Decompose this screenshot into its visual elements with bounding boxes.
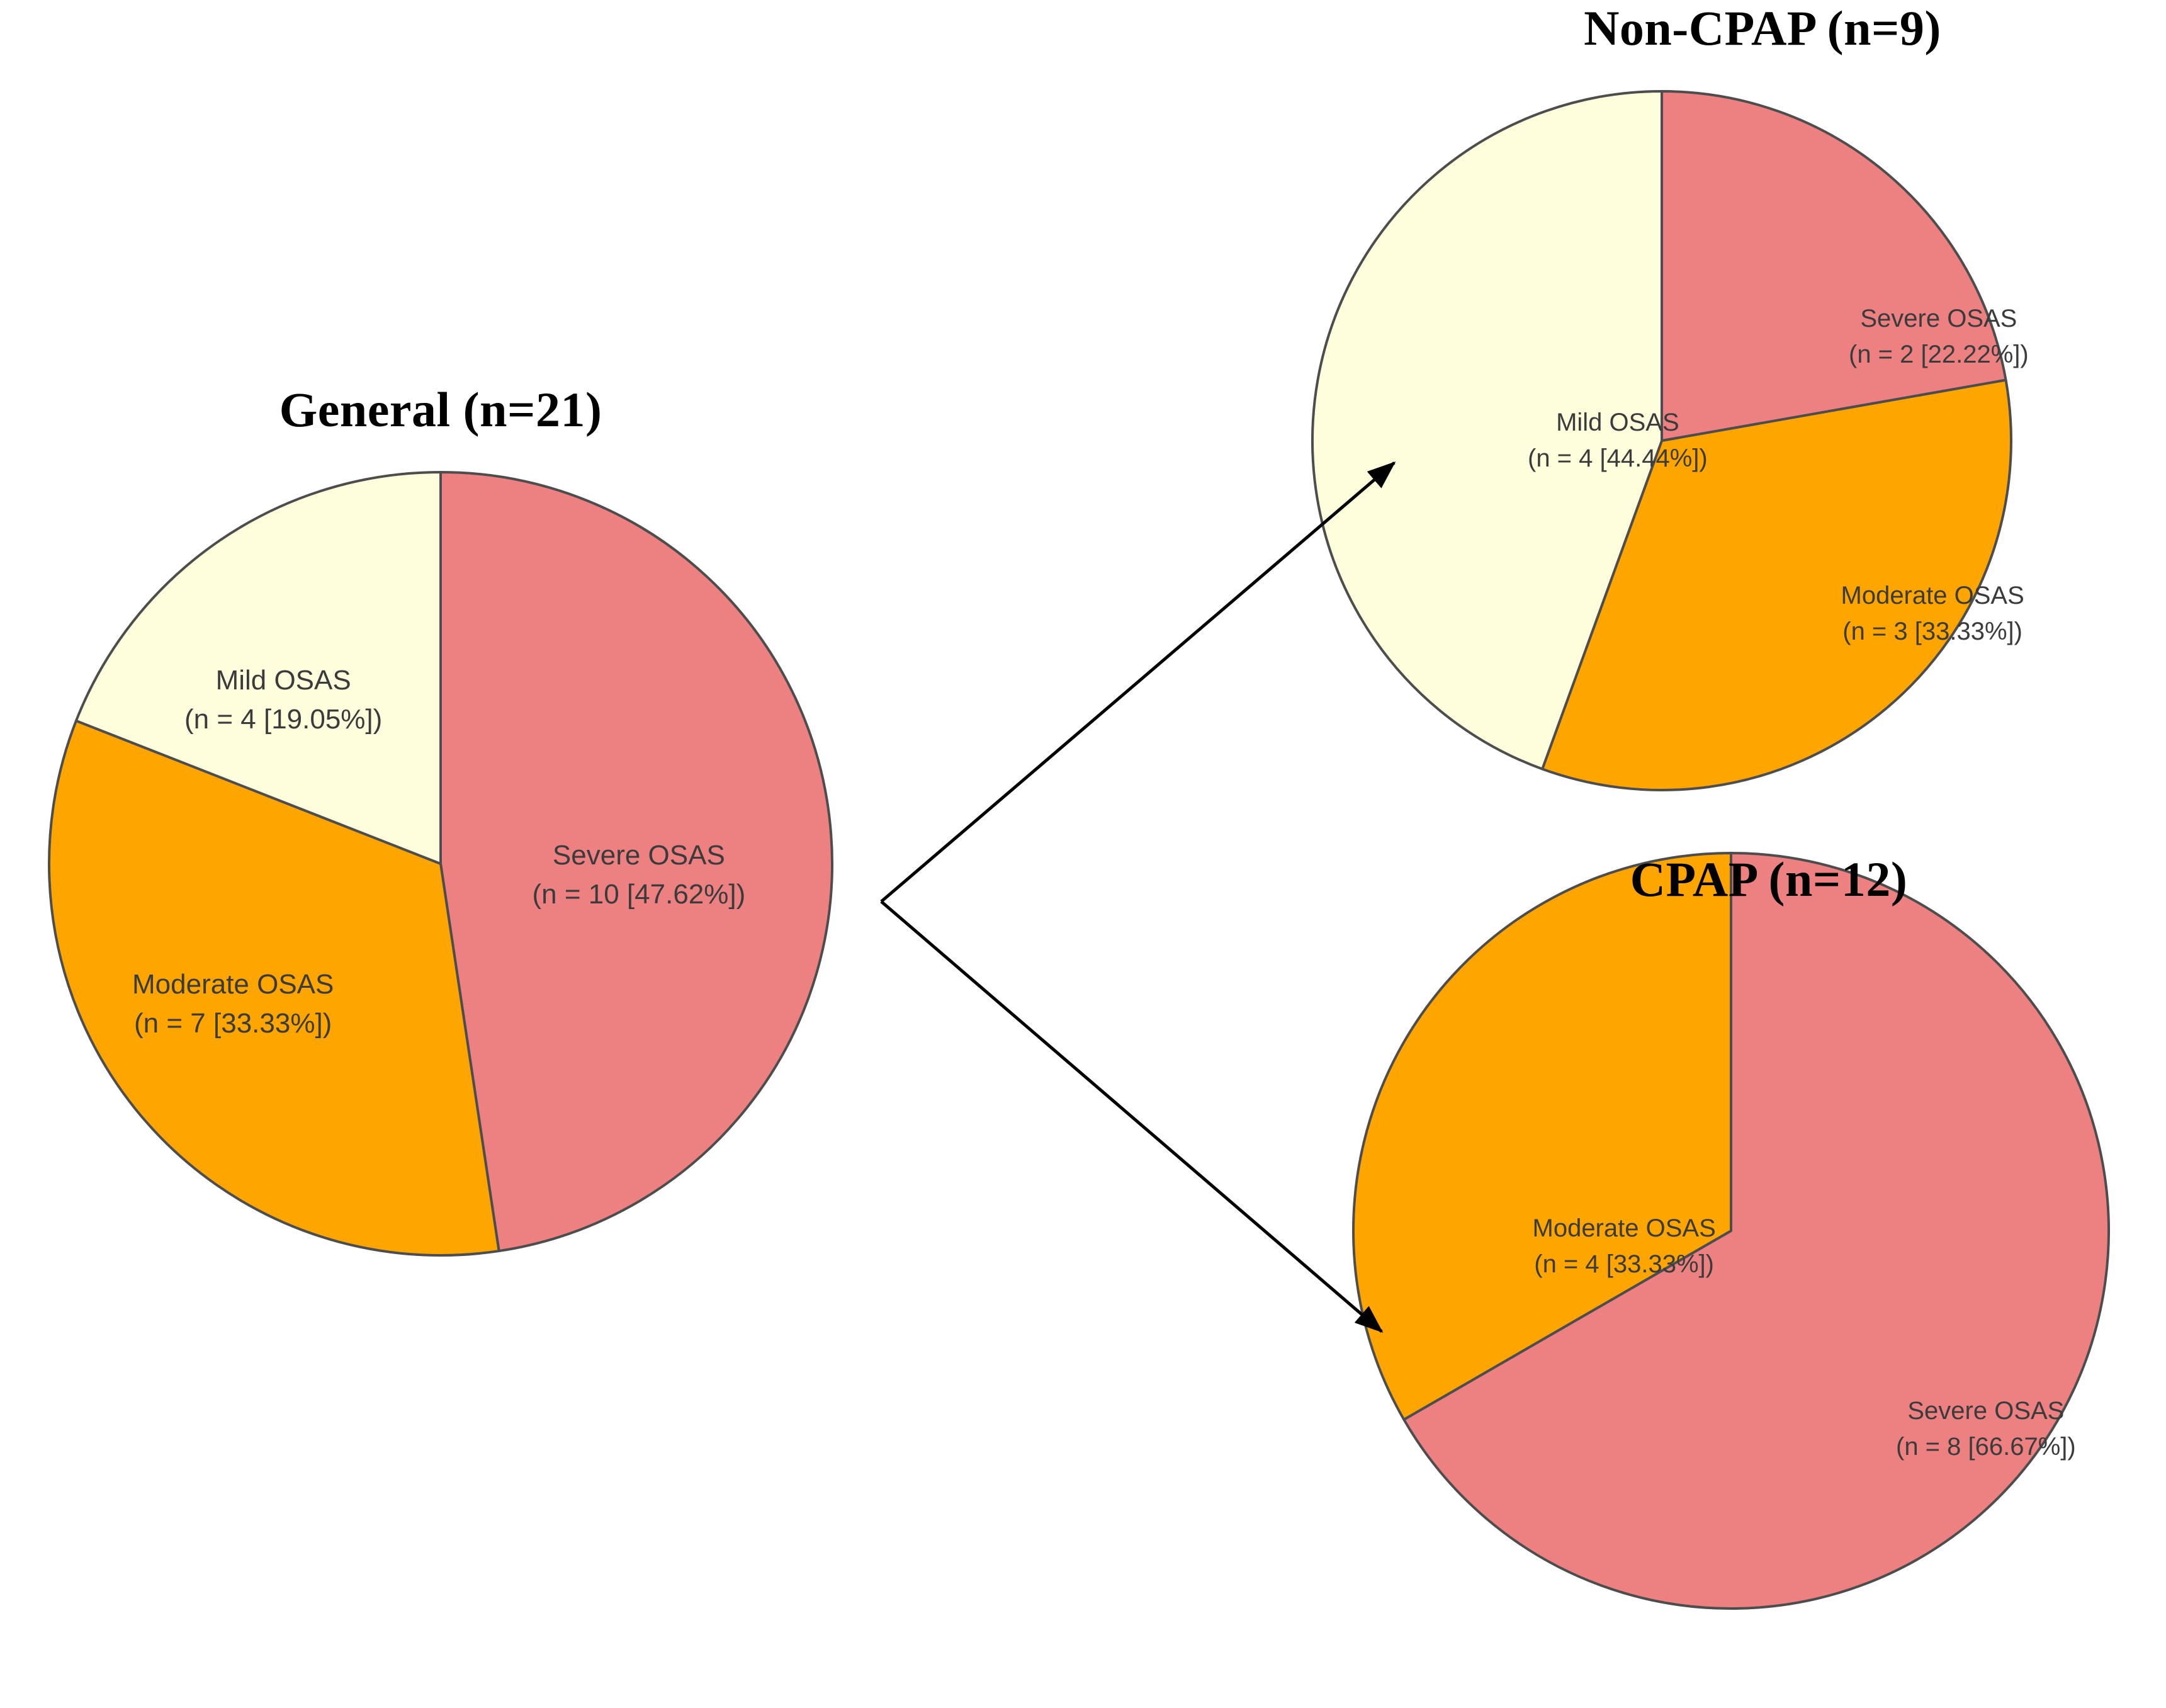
pie-chart-non-cpap — [1311, 90, 2013, 792]
arrow-to-non-cpap — [880, 461, 1396, 903]
pie-slice-mild-osas — [74, 471, 442, 865]
pie-slice-mild-osas — [1311, 90, 1663, 771]
arrow-connectors — [880, 461, 1396, 1333]
pie-slice-severe-osas — [1402, 852, 2110, 1610]
page-title-general: General (n=21) — [279, 382, 602, 437]
pie-chart-cpap — [1352, 852, 2110, 1610]
arrow-to-cpap — [880, 900, 1384, 1333]
pie-slice-moderate-osas — [1541, 378, 2013, 792]
pie-chart-general — [48, 471, 833, 1257]
page-title-cpap: CPAP (n=12) — [1630, 852, 1908, 907]
page-title-non-cpap: Non-CPAP (n=9) — [1584, 1, 1941, 55]
pie-slice-moderate-osas — [48, 719, 500, 1257]
pie-slice-severe-osas — [439, 471, 833, 1253]
pie-slice-severe-osas — [1661, 90, 2007, 442]
